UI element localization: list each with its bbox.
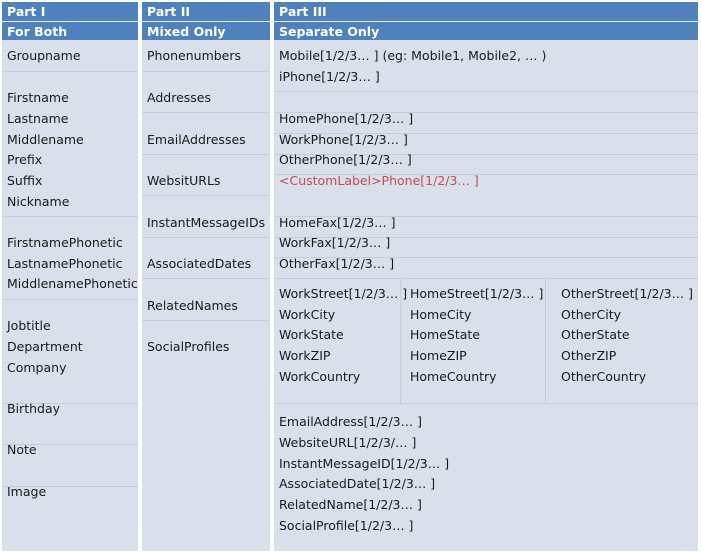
field-related-names: RelatedNames — [147, 298, 238, 313]
header-divider — [274, 21, 698, 22]
field-department: Department — [7, 339, 83, 354]
field-lastname: Lastname — [7, 111, 69, 126]
field-image: Image — [7, 484, 47, 499]
row-divider — [2, 299, 138, 300]
row-divider — [274, 403, 698, 404]
row-divider — [274, 154, 698, 155]
part3-header: Part III Separate Only — [274, 2, 698, 40]
row-divider — [2, 403, 138, 404]
header-divider — [142, 21, 270, 22]
address-column-divider — [400, 278, 401, 403]
part2-column: Part II Mixed Only Phonenumbers Addresse… — [142, 2, 270, 551]
row-divider — [274, 257, 698, 258]
row-divider — [2, 486, 138, 487]
field-email-addresses: EmailAddresses — [147, 132, 246, 147]
part3-column: Part III Separate Only Mobile[1/2/3… ] (… — [274, 2, 698, 551]
field-work-fax: WorkFax[1/2/3… ] — [279, 235, 391, 250]
field-website-url: WebsiteURL[1/2/3/… ] — [279, 435, 417, 450]
field-social-profile: SocialProfile[1/2/3… ] — [279, 518, 414, 533]
field-other-country: OtherCountry — [561, 369, 647, 384]
field-other-fax: OtherFax[1/2/3… ] — [279, 256, 395, 271]
row-divider — [274, 237, 698, 238]
part1-column: Part I For Both Groupname Firstname Last… — [2, 2, 138, 551]
field-phonenumbers: Phonenumbers — [147, 48, 242, 63]
field-middlename-phonetic: MiddlenamePhonetic — [7, 276, 138, 291]
field-home-zip: HomeZIP — [410, 348, 467, 363]
field-jobtitle: Jobtitle — [7, 318, 51, 333]
row-divider — [142, 195, 270, 196]
row-divider — [274, 91, 698, 92]
field-work-street: WorkStreet[1/2/3… ] — [279, 286, 408, 301]
row-divider — [274, 216, 698, 217]
field-birthday: Birthday — [7, 401, 61, 416]
field-nickname: Nickname — [7, 194, 70, 209]
part1-title: Part I — [7, 4, 46, 19]
address-column-divider — [545, 278, 546, 403]
field-instant-message-ids: InstantMessageIDs — [147, 215, 266, 230]
field-company: Company — [7, 360, 67, 375]
field-iphone: iPhone[1/2/3… ] — [279, 69, 380, 84]
field-lastname-phonetic: LastnamePhonetic — [7, 256, 123, 271]
field-home-country: HomeCountry — [410, 369, 497, 384]
field-custom-label-phone: <CustomLabel>Phone[1/2/3… ] — [279, 173, 479, 188]
field-other-phone: OtherPhone[1/2/3… ] — [279, 152, 412, 167]
field-other-street: OtherStreet[1/2/3… ] — [561, 286, 693, 301]
field-home-fax: HomeFax[1/2/3… ] — [279, 215, 396, 230]
row-divider — [2, 216, 138, 217]
field-home-phone: HomePhone[1/2/3… ] — [279, 111, 414, 126]
part3-subtitle: Separate Only — [279, 24, 380, 39]
field-instant-message-id: InstantMessageID[1/2/3… ] — [279, 456, 450, 471]
field-website-urls: WebsitURLs — [147, 173, 221, 188]
row-divider — [274, 174, 698, 175]
part3-title: Part III — [279, 4, 327, 19]
part2-title: Part II — [147, 4, 191, 19]
row-divider — [142, 237, 270, 238]
row-divider — [142, 278, 270, 279]
part2-subtitle: Mixed Only — [147, 24, 226, 39]
field-firstname: Firstname — [7, 90, 69, 105]
field-associated-date: AssociatedDate[1/2/3… ] — [279, 476, 436, 491]
field-firstname-phonetic: FirstnamePhonetic — [7, 235, 123, 250]
row-divider — [142, 112, 270, 113]
field-other-state: OtherState — [561, 327, 630, 342]
field-home-state: HomeState — [410, 327, 481, 342]
field-note: Note — [7, 442, 37, 457]
row-divider — [142, 154, 270, 155]
field-suffix: Suffix — [7, 173, 43, 188]
field-addresses: Addresses — [147, 90, 211, 105]
field-other-city: OtherCity — [561, 307, 621, 322]
part1-header: Part I For Both — [2, 2, 138, 40]
row-divider — [2, 444, 138, 445]
part2-header: Part II Mixed Only — [142, 2, 270, 40]
row-divider — [142, 320, 270, 321]
field-work-phone: WorkPhone[1/2/3… ] — [279, 132, 408, 147]
field-home-city: HomeCity — [410, 307, 472, 322]
field-home-street: HomeStreet[1/2/3… ] — [410, 286, 544, 301]
field-work-city: WorkCity — [279, 307, 336, 322]
field-work-zip: WorkZIP — [279, 348, 331, 363]
part1-subtitle: For Both — [7, 24, 68, 39]
field-work-state: WorkState — [279, 327, 344, 342]
field-related-name: RelatedName[1/2/3… ] — [279, 497, 422, 512]
field-social-profiles: SocialProfiles — [147, 339, 230, 354]
field-other-zip: OtherZIP — [561, 348, 617, 363]
field-work-country: WorkCountry — [279, 369, 361, 384]
row-divider — [2, 71, 138, 72]
field-prefix: Prefix — [7, 152, 43, 167]
field-email-address: EmailAddress[1/2/3… ] — [279, 414, 422, 429]
row-divider — [274, 278, 698, 279]
field-groupname: Groupname — [7, 48, 81, 63]
row-divider — [274, 112, 698, 113]
row-divider — [142, 71, 270, 72]
header-divider — [2, 21, 138, 22]
field-associated-dates: AssociatedDates — [147, 256, 252, 271]
field-mobile: Mobile[1/2/3… ] (eg: Mobile1, Mobile2, …… — [279, 48, 547, 63]
field-middlename: Middlename — [7, 132, 84, 147]
row-divider — [274, 133, 698, 134]
